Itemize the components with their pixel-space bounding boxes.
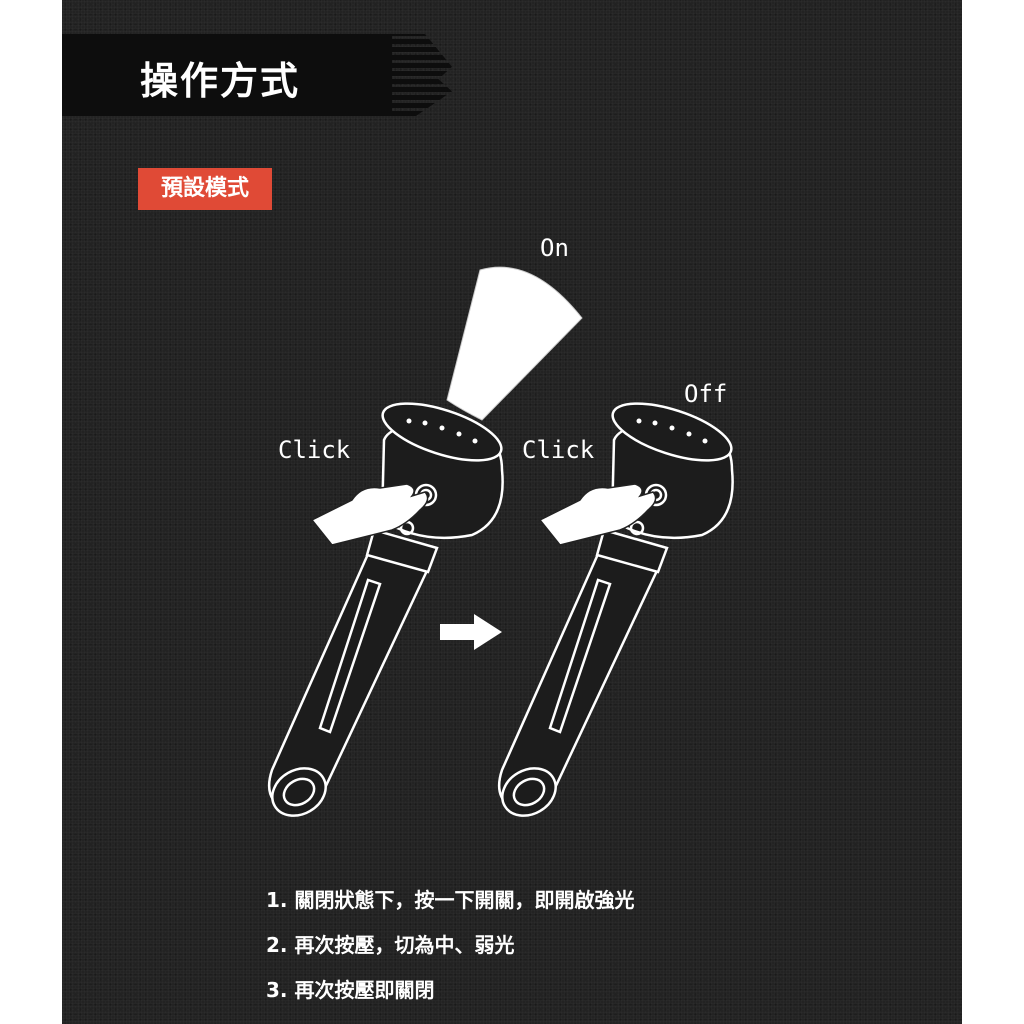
bezel-dots-left: [406, 418, 478, 444]
operation-panel: 操作方式 預設模式: [62, 0, 962, 1024]
click-label-left: Click: [278, 436, 351, 464]
click-label-right: Click: [522, 436, 595, 464]
arrow-right-icon: [440, 614, 502, 650]
flashlight-illustration: [267, 266, 734, 817]
hand-icon-right: [538, 483, 657, 546]
instruction-list: 1. 關閉狀態下，按一下開關，即開啟強光 2. 再次按壓，切為中、弱光 3. 再…: [266, 878, 634, 1013]
hand-icon-left: [310, 483, 429, 546]
off-label: Off: [684, 380, 728, 408]
mode-badge: 預設模式: [138, 168, 272, 210]
light-beam: [446, 266, 583, 421]
bezel-dots-right: [636, 418, 708, 444]
instruction-item: 2. 再次按壓，切為中、弱光: [266, 933, 515, 957]
on-label: On: [540, 234, 569, 262]
title-brush-stroke: [62, 34, 392, 116]
section-title: 操作方式: [140, 59, 301, 103]
instruction-item: 1. 關閉狀態下，按一下開關，即開啟強光: [266, 888, 635, 912]
instruction-item: 3. 再次按壓即關閉: [266, 978, 435, 1002]
